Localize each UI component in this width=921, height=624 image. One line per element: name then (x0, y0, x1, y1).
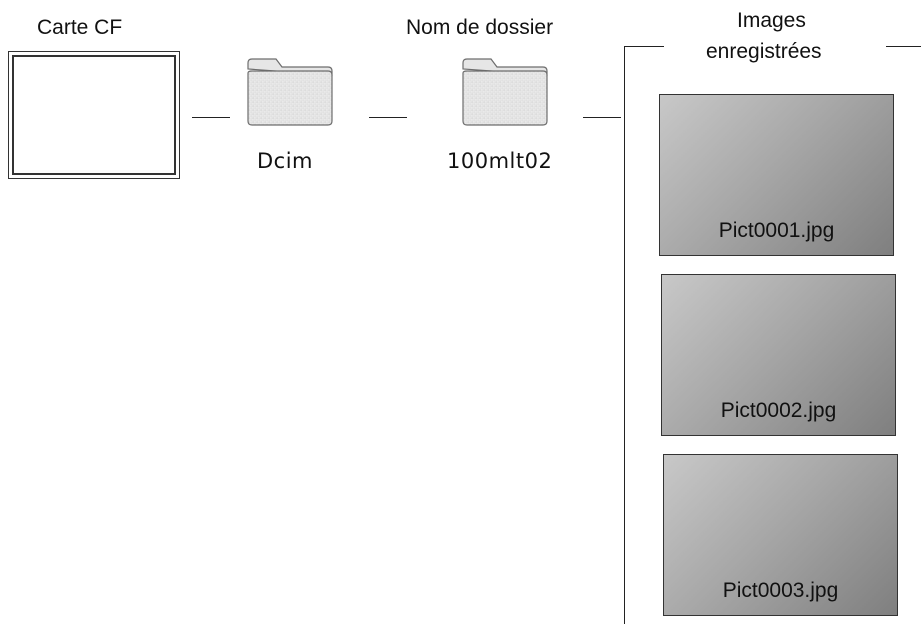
image-filename: Pict0002.jpg (720, 399, 837, 422)
image-thumbnail[interactable]: Pict0002.jpg (661, 274, 896, 436)
saved-images-heading-line1: Images (737, 9, 806, 32)
connector-line (583, 117, 621, 118)
image-thumbnail[interactable]: Pict0003.jpg (663, 454, 898, 616)
cf-card-heading: Carte CF (37, 16, 123, 39)
folder-icon[interactable] (246, 55, 334, 127)
bracket-top-left (624, 46, 664, 47)
image-thumbnail[interactable]: Pict0001.jpg (659, 94, 894, 256)
cf-card-inner-frame (12, 55, 176, 175)
folder-name-dcim: Dcim (257, 149, 314, 173)
folder-name-heading: Nom de dossier (406, 16, 554, 39)
folder-name-100mlt02: 100mlt02 (447, 149, 553, 173)
saved-images-heading-line2: enregistrées (706, 40, 822, 63)
folder-icon[interactable] (461, 55, 549, 127)
cf-card (8, 51, 180, 179)
connector-line (192, 117, 230, 118)
image-filename: Pict0001.jpg (718, 219, 835, 242)
bracket-top-right (886, 46, 921, 47)
image-filename: Pict0003.jpg (722, 579, 839, 602)
bracket-vertical (624, 46, 625, 624)
connector-line (369, 117, 407, 118)
